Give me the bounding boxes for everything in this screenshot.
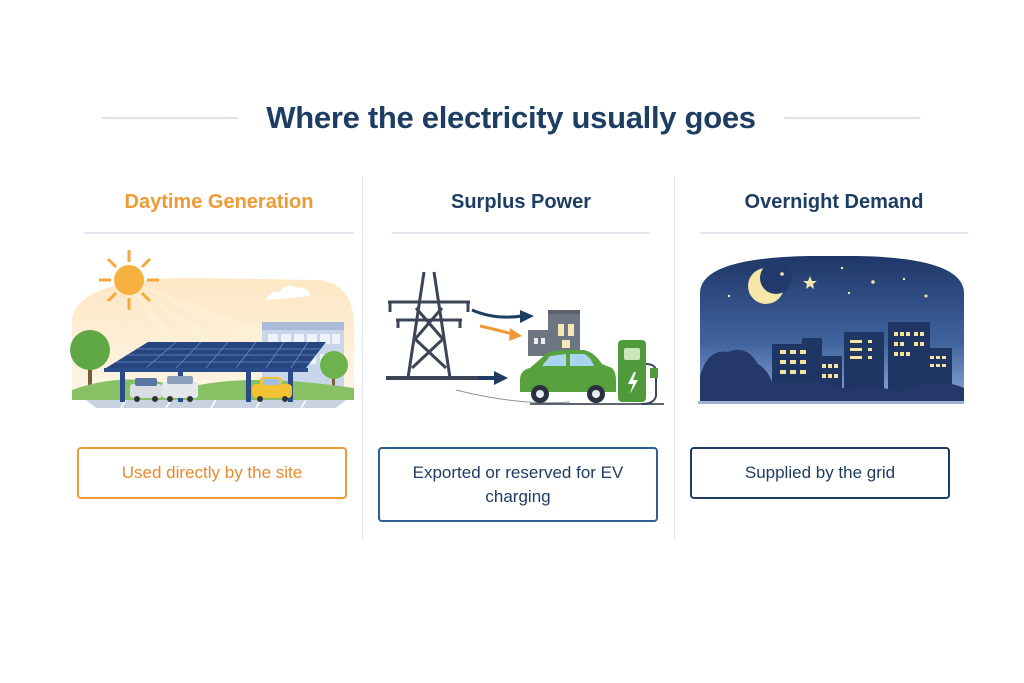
column-divider	[674, 176, 675, 540]
lit-windows	[780, 332, 946, 378]
column-divider	[362, 176, 363, 540]
sun-icon	[99, 250, 159, 310]
car-icon-1	[130, 378, 162, 402]
arrowhead	[494, 371, 508, 385]
cable-curve	[455, 389, 571, 404]
title-row: Where the electricity usually goes	[102, 96, 921, 140]
arrow-to-building-orange	[479, 324, 513, 336]
column-overnight-demand: Overnight Demand	[700, 176, 968, 234]
arrowhead	[509, 328, 522, 341]
car-icon-3	[252, 377, 292, 402]
column-heading: Surplus Power	[450, 191, 592, 213]
car-icon-2	[162, 376, 198, 402]
tree-right-icon	[320, 351, 348, 392]
transmission-tower-icon	[388, 271, 470, 379]
page-title: Where the electricity usually goes	[266, 100, 756, 135]
ev-charger-icon	[618, 340, 658, 405]
solar-carport-illustration	[70, 250, 354, 409]
arrowhead	[520, 310, 534, 323]
outcome-overnight-demand: Supplied by the grid	[690, 447, 950, 499]
ground-line	[386, 376, 486, 380]
night-city-illustration	[698, 256, 964, 404]
column-surplus-power: Surplus Power	[392, 176, 650, 234]
surplus-power-illustration	[386, 271, 664, 405]
outcome-surplus-power: Exported or reserved for EV charging	[378, 447, 658, 522]
title-rule-left	[102, 117, 239, 119]
cloud-icon	[266, 285, 310, 300]
title-rule-right	[783, 117, 921, 119]
crescent-moon-icon	[748, 262, 792, 304]
column-heading-rule	[392, 232, 650, 234]
column-heading: Overnight Demand	[744, 191, 924, 213]
outcome-daytime-generation: Used directly by the site	[77, 447, 347, 499]
electric-car-icon	[520, 350, 616, 403]
building-icon	[528, 310, 580, 356]
stars	[727, 266, 928, 298]
column-heading-rule	[700, 232, 968, 234]
tree-silhouettes	[700, 349, 964, 402]
tree-left-icon	[70, 330, 110, 394]
ground-line	[698, 401, 964, 404]
column-daytime-generation: Daytime Generation	[84, 176, 354, 234]
parking-lot	[86, 400, 346, 408]
arrow-to-building-navy	[471, 308, 523, 319]
column-heading: Daytime Generation	[124, 191, 314, 213]
column-heading-rule	[84, 232, 354, 234]
